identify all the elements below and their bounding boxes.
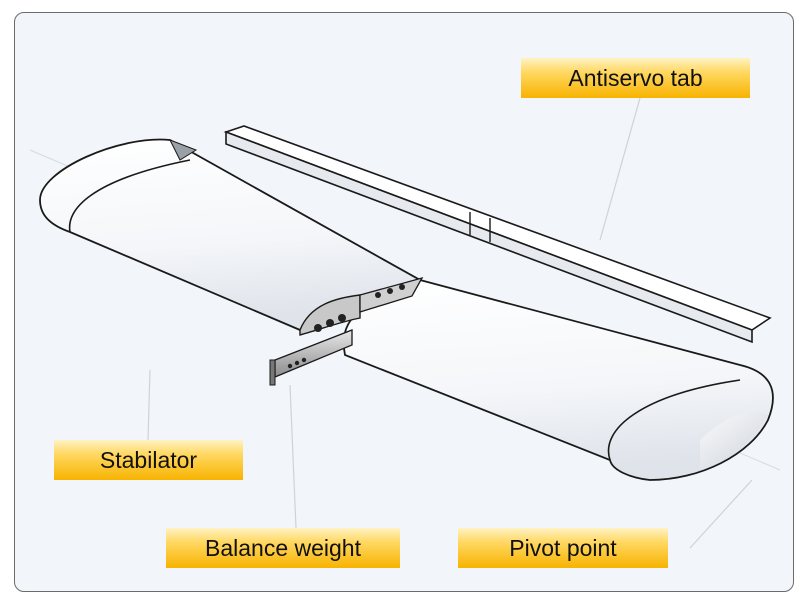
leader-lines xyxy=(147,97,753,549)
balance-weight-label: Balance weight xyxy=(166,528,400,568)
stabilator-label: Stabilator xyxy=(54,440,243,480)
antiservo-tab-shape xyxy=(223,125,772,344)
root-spar xyxy=(299,276,424,336)
balance-weight-shape xyxy=(269,329,353,386)
antiservo-tab-label: Antiservo tab xyxy=(521,58,750,98)
pivot-point-label: Pivot point xyxy=(458,528,668,568)
